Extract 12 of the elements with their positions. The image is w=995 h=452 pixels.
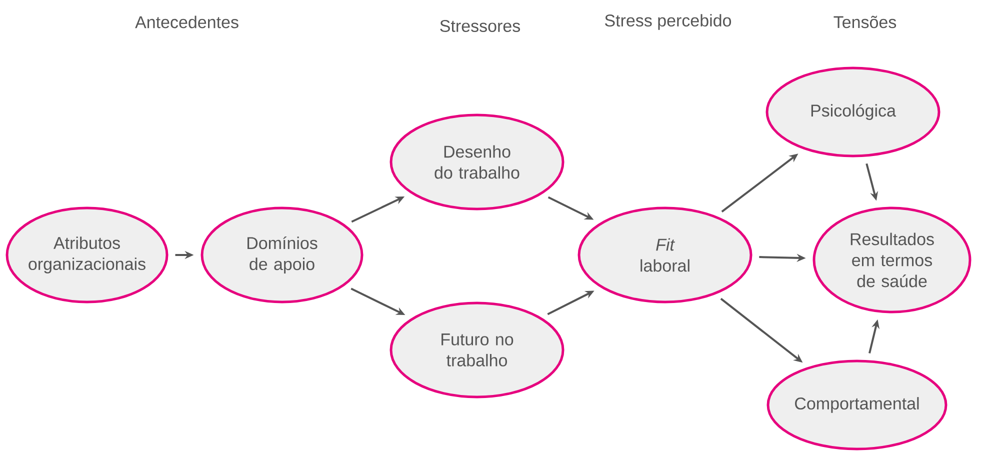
column-heading: Stressores: [440, 20, 520, 32]
column-heading: Stress percebido: [605, 14, 732, 30]
column-heading: Tensões: [834, 16, 896, 28]
ellipse-node: Domínios de apoio: [200, 206, 364, 304]
ellipse-node: Resultados em termos de saúde: [812, 206, 972, 314]
ellipse-node: Fit laboral: [578, 206, 752, 304]
ellipse-node: Desenho do trabalho: [390, 114, 564, 210]
ellipse-node: Futuro no trabalho: [390, 302, 564, 398]
ellipse-node: Comportamental: [766, 360, 948, 450]
ellipse-node: Psicológica: [766, 66, 940, 158]
ellipse-node: Atributos organizacionais: [6, 206, 168, 304]
column-heading: Antecedentes: [135, 16, 238, 28]
